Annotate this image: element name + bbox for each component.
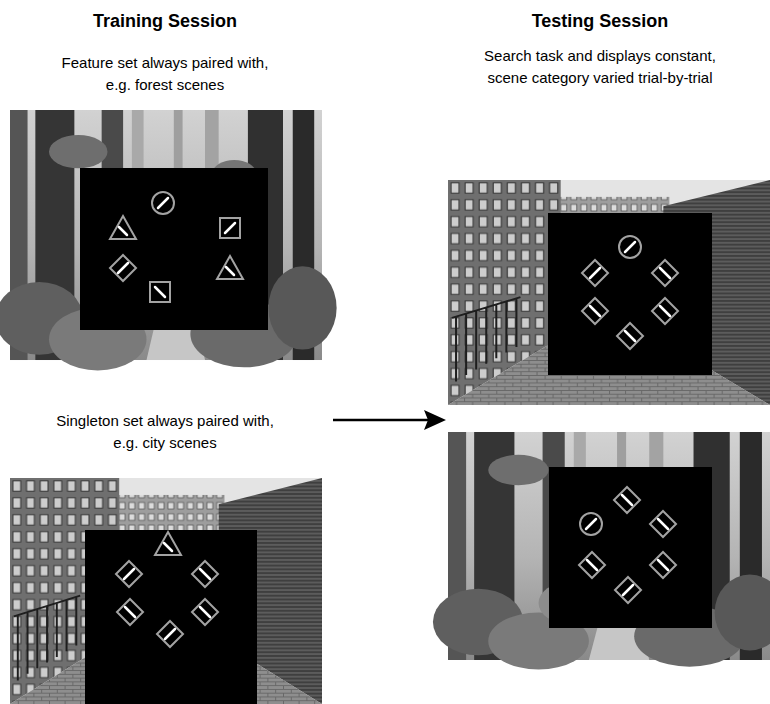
session-heading: Training Session [15,8,315,34]
city-photo [448,180,770,405]
search-diamond [652,298,678,324]
target-bar [118,263,128,273]
condition-caption: Singleton set always paired with, e.g. c… [45,410,285,454]
target-bar [119,227,127,235]
target-bar [200,607,210,617]
target-bar [623,585,633,595]
search-square [150,282,170,302]
search-diamond [582,260,608,286]
search-diamond [579,552,605,578]
search-diamond [157,621,183,647]
city-photo [10,478,322,704]
search-diamond [650,511,676,537]
search-panel [85,530,257,704]
target-bar [200,569,210,579]
target-bar [658,519,668,529]
search-diamond [582,298,608,324]
target-bar [625,331,635,341]
search-square [220,218,240,238]
search-diamond [614,487,640,513]
search-panel [548,213,712,375]
target-bar [658,560,668,570]
search-diamond [652,260,678,286]
search-diamond [192,561,218,587]
target-bar [125,607,135,617]
target-bar [155,287,165,297]
search-diamond [192,599,218,625]
target-bar [590,268,600,278]
search-panel [80,168,268,330]
search-triangle [217,256,243,279]
search-circle [580,513,602,535]
flow-arrow-shaft [333,419,428,422]
search-diamond [117,599,143,625]
search-panel [549,467,712,628]
condition-caption: Feature set always paired with, e.g. for… [53,52,277,96]
target-bar [124,569,134,579]
target-bar [164,543,172,551]
target-bar [660,306,670,316]
search-diamond [650,552,676,578]
session-heading: Testing Session [450,8,750,34]
search-circle [152,192,174,214]
search-diamond [110,255,136,281]
search-triangle [155,532,181,555]
search-triangle [110,216,136,239]
search-diamond [615,577,641,603]
forest-photo [0,110,337,370]
target-bar [587,560,597,570]
target-bar [586,519,596,529]
target-bar [225,223,235,233]
forest-photo [433,432,770,670]
target-bar [226,267,234,275]
search-diamond [116,561,142,587]
target-bar [622,495,632,505]
target-bar [660,268,670,278]
target-bar [158,198,168,208]
flow-arrow-head [424,410,446,430]
search-diamond [617,323,643,349]
target-bar [165,629,175,639]
search-circle [619,236,641,258]
target-bar [590,306,600,316]
condition-caption: Search task and displays constant, scene… [469,45,731,89]
target-bar [625,242,635,252]
